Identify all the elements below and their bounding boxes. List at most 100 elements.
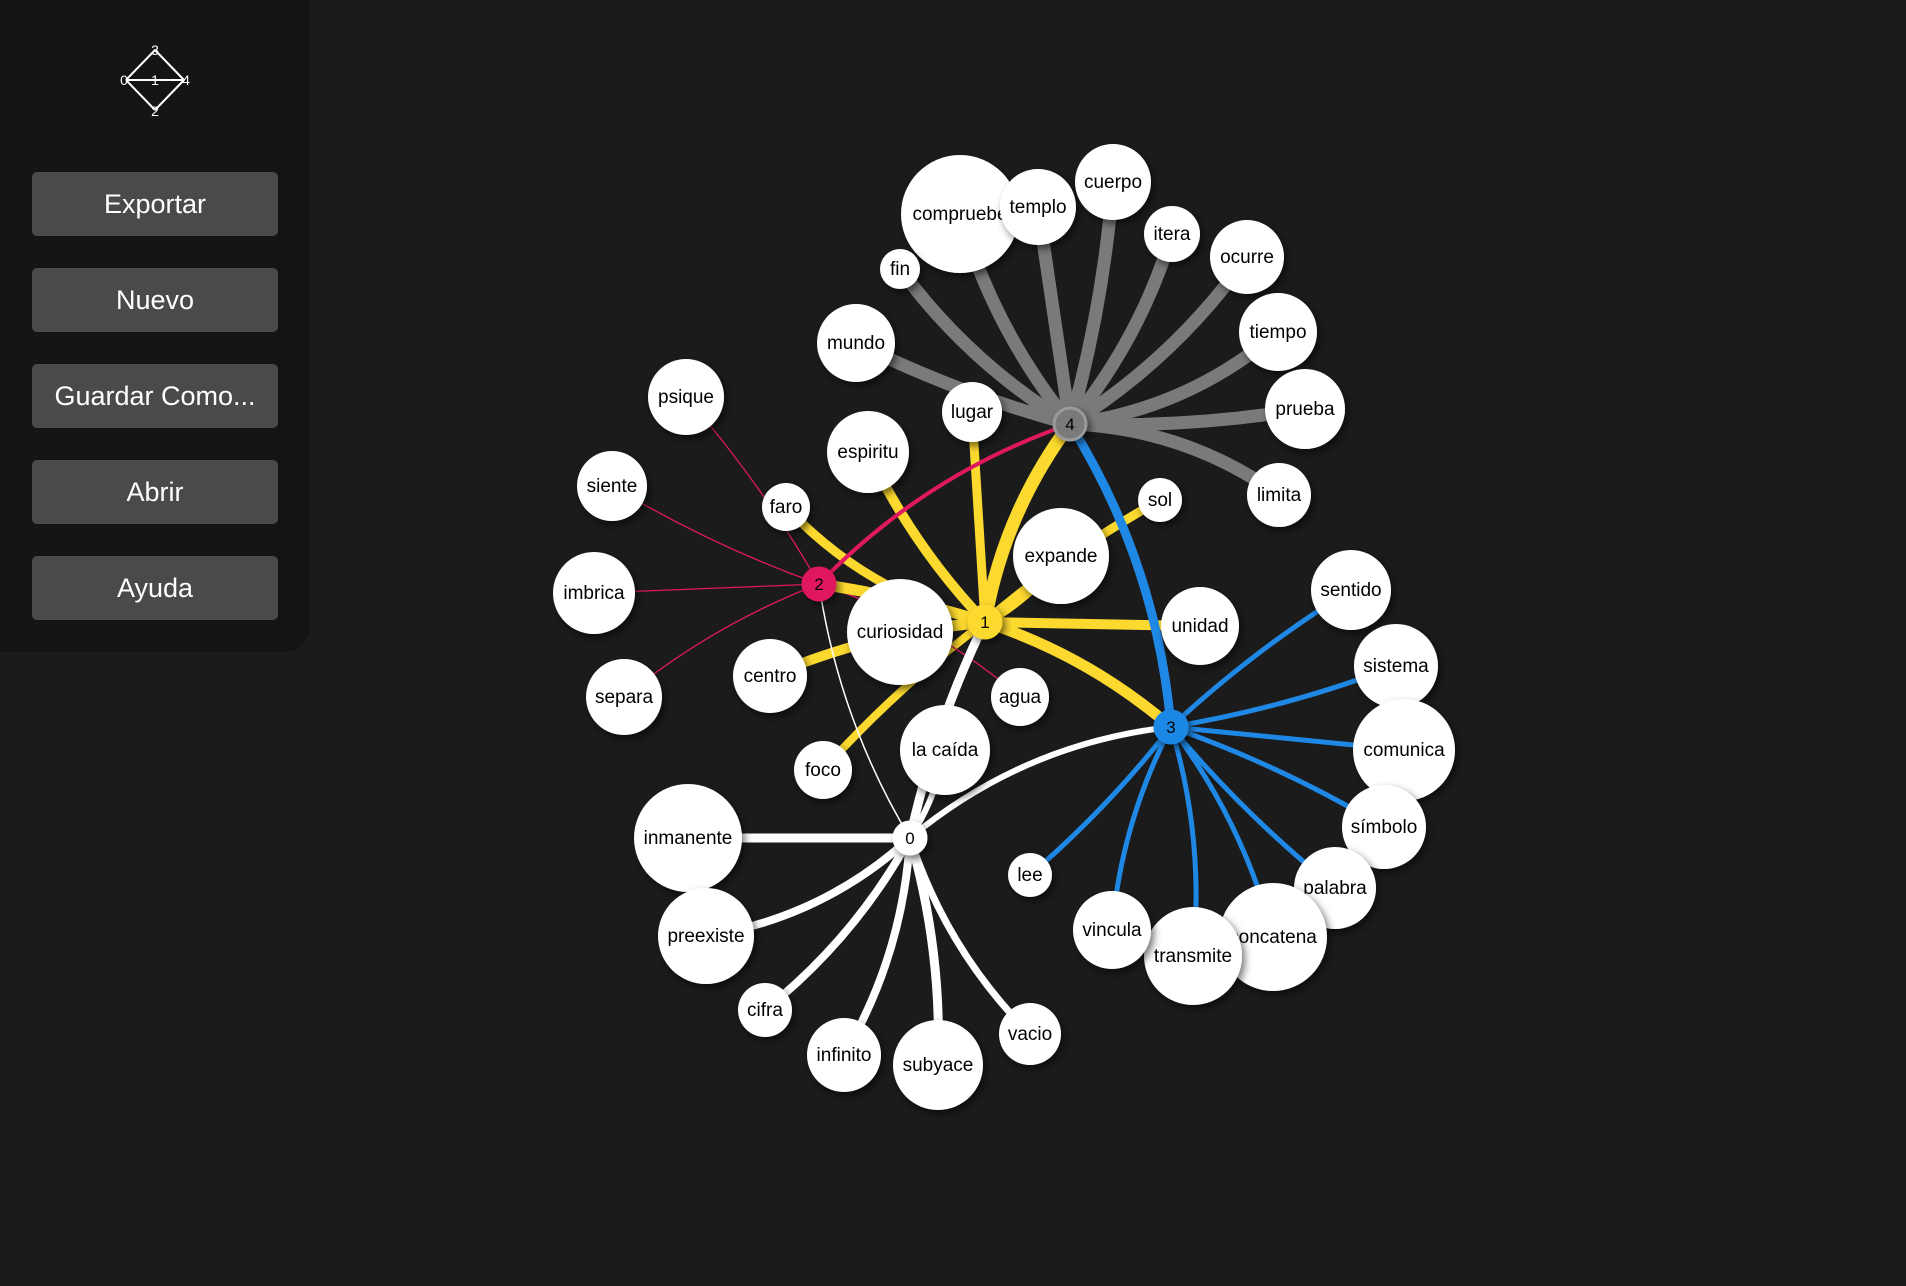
word-node[interactable]: símbolo	[1342, 785, 1426, 869]
word-node[interactable]: comunica	[1353, 699, 1455, 801]
word-node-circle[interactable]	[1161, 587, 1239, 665]
word-node-circle[interactable]	[586, 659, 662, 735]
word-node[interactable]: sentido	[1311, 550, 1391, 630]
hub-node-circle[interactable]	[967, 604, 1003, 640]
word-node-circle[interactable]	[1247, 463, 1311, 527]
help-button[interactable]: Ayuda	[32, 556, 278, 620]
word-node-circle[interactable]	[634, 784, 742, 892]
word-node[interactable]: espiritu	[827, 411, 909, 493]
word-node[interactable]: la caída	[900, 705, 990, 795]
hub-node-circle[interactable]	[801, 566, 837, 602]
word-node[interactable]: centro	[733, 639, 807, 713]
word-node[interactable]: sol	[1138, 478, 1182, 522]
word-node[interactable]: cuerpo	[1075, 144, 1151, 220]
word-node-circle[interactable]	[733, 639, 807, 713]
word-node-circle[interactable]	[738, 983, 792, 1037]
word-node[interactable]: expande	[1013, 508, 1109, 604]
word-node-circle[interactable]	[1000, 169, 1076, 245]
word-node[interactable]: itera	[1144, 206, 1200, 262]
word-node-circle[interactable]	[553, 552, 635, 634]
hub-node-circle[interactable]	[1153, 709, 1189, 745]
word-node-circle[interactable]	[1210, 220, 1284, 294]
word-node-circle[interactable]	[658, 888, 754, 984]
export-button[interactable]: Exportar	[32, 172, 278, 236]
word-node[interactable]: inmanente	[634, 784, 742, 892]
word-node-circle[interactable]	[577, 451, 647, 521]
word-node-circle[interactable]	[1265, 369, 1345, 449]
hub-node-circle[interactable]	[1052, 406, 1088, 442]
hub-node[interactable]: 1	[967, 604, 1003, 640]
graph-logo-icon[interactable]: 3 0 1 4 2	[110, 40, 200, 120]
word-node-circle[interactable]	[1239, 293, 1317, 371]
word-node[interactable]: faro	[762, 483, 810, 531]
word-node-circle[interactable]	[817, 304, 895, 382]
word-node[interactable]: lee	[1008, 853, 1052, 897]
word-node[interactable]: ocurre	[1210, 220, 1284, 294]
word-node[interactable]: vincula	[1073, 891, 1151, 969]
word-node[interactable]: prueba	[1265, 369, 1345, 449]
hub-node[interactable]: 4	[1052, 406, 1088, 442]
word-node[interactable]: vacio	[999, 1003, 1061, 1065]
word-node-circle[interactable]	[1138, 478, 1182, 522]
word-node-label: lee	[1017, 865, 1042, 886]
hub-node-circle[interactable]	[892, 820, 928, 856]
word-node-circle[interactable]	[794, 741, 852, 799]
word-node[interactable]: curiosidad	[847, 579, 953, 685]
word-node-circle[interactable]	[1008, 853, 1052, 897]
word-node[interactable]: concatena	[1219, 883, 1327, 991]
new-button[interactable]: Nuevo	[32, 268, 278, 332]
word-node-circle[interactable]	[1353, 699, 1455, 801]
word-node-circle[interactable]	[880, 249, 920, 289]
hub-node[interactable]: 0	[892, 820, 928, 856]
word-node-circle[interactable]	[807, 1018, 881, 1092]
word-node-circle[interactable]	[648, 359, 724, 435]
word-node-circle[interactable]	[893, 1020, 983, 1110]
word-node-circle[interactable]	[847, 579, 953, 685]
word-node-circle[interactable]	[1354, 624, 1438, 708]
word-node[interactable]: agua	[991, 668, 1049, 726]
word-node[interactable]: infinito	[807, 1018, 881, 1092]
word-node-circle[interactable]	[1311, 550, 1391, 630]
word-node[interactable]: transmite	[1144, 907, 1242, 1005]
word-node-circle[interactable]	[1073, 891, 1151, 969]
word-node-label: imbrica	[563, 583, 625, 604]
word-node-label: preexiste	[667, 926, 744, 947]
word-node[interactable]: templo	[1000, 169, 1076, 245]
word-node-circle[interactable]	[942, 382, 1002, 442]
word-node[interactable]: preexiste	[658, 888, 754, 984]
word-node-circle[interactable]	[1219, 883, 1327, 991]
word-node[interactable]: lugar	[942, 382, 1002, 442]
word-node-circle[interactable]	[901, 155, 1019, 273]
open-button[interactable]: Abrir	[32, 460, 278, 524]
word-node[interactable]: fin	[880, 249, 920, 289]
word-node[interactable]: subyace	[893, 1020, 983, 1110]
word-node-circle[interactable]	[1144, 907, 1242, 1005]
word-node[interactable]: siente	[577, 451, 647, 521]
word-node-circle[interactable]	[900, 705, 990, 795]
word-node[interactable]: cifra	[738, 983, 792, 1037]
word-node[interactable]: tiempo	[1239, 293, 1317, 371]
hub-node[interactable]: 2	[801, 566, 837, 602]
word-node[interactable]: foco	[794, 741, 852, 799]
word-node[interactable]: psique	[648, 359, 724, 435]
save-as-button[interactable]: Guardar Como...	[32, 364, 278, 428]
hub-node[interactable]: 3	[1153, 709, 1189, 745]
edge-word-cifra	[761, 834, 914, 1014]
word-node[interactable]: separa	[586, 659, 662, 735]
word-node-circle[interactable]	[1342, 785, 1426, 869]
word-node-circle[interactable]	[827, 411, 909, 493]
word-node[interactable]: unidad	[1161, 587, 1239, 665]
word-node-circle[interactable]	[999, 1003, 1061, 1065]
word-node[interactable]: mundo	[817, 304, 895, 382]
word-node-circle[interactable]	[991, 668, 1049, 726]
word-node-circle[interactable]	[762, 483, 810, 531]
word-node-circle[interactable]	[1144, 206, 1200, 262]
word-node-circle[interactable]	[1013, 508, 1109, 604]
word-node-label: espiritu	[837, 442, 898, 463]
word-node-circle[interactable]	[1075, 144, 1151, 220]
word-node[interactable]: compruebe	[901, 155, 1019, 273]
word-node[interactable]: limita	[1247, 463, 1311, 527]
word-node[interactable]: imbrica	[553, 552, 635, 634]
word-node[interactable]: sistema	[1354, 624, 1438, 708]
